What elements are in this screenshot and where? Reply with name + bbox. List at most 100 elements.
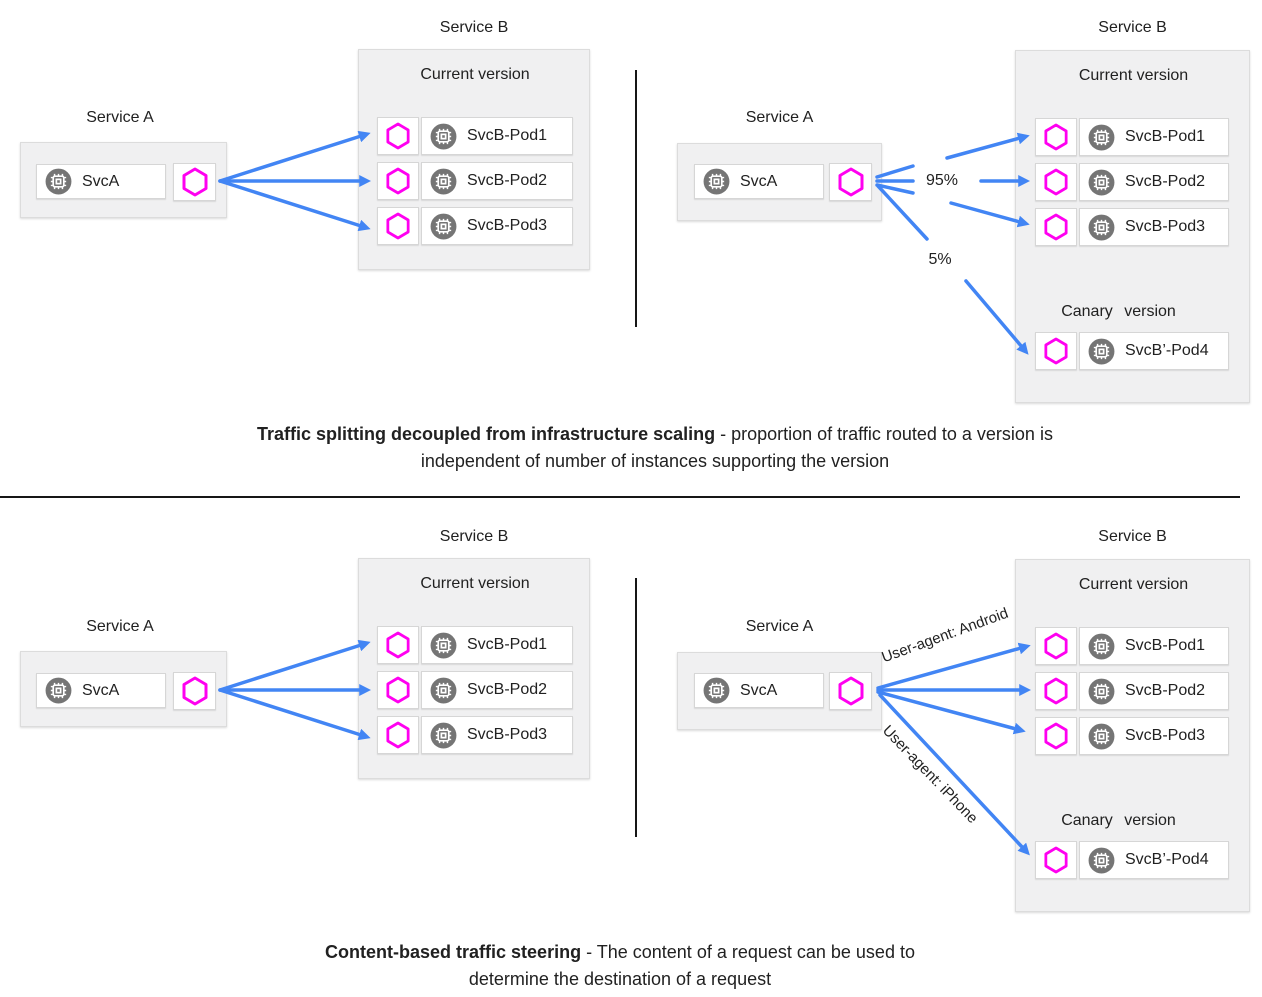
pod-proxy-box xyxy=(1035,163,1077,201)
pod-proxy-box xyxy=(1035,717,1077,755)
canary-group-title: Canary version xyxy=(1061,303,1176,320)
proxy-box xyxy=(173,672,216,710)
horizontal-divider xyxy=(0,496,1240,498)
pod-workload-box: SvcB-Pod3 xyxy=(1079,208,1229,246)
pod-proxy-box xyxy=(1035,332,1077,370)
section-caption: Content-based traffic steering - The con… xyxy=(105,939,1135,993)
proxy-box xyxy=(829,672,872,710)
workload-chip-icon xyxy=(1088,678,1115,705)
workload-chip-icon xyxy=(430,213,457,240)
workload-chip-icon xyxy=(1088,847,1115,874)
svca-label: SvcA xyxy=(740,681,778,699)
pod-label: SvcB’-Pod4 xyxy=(1125,851,1209,868)
workload-chip-icon xyxy=(45,677,72,704)
svca-label: SvcA xyxy=(82,172,120,190)
pod-label: SvcB-Pod1 xyxy=(1125,128,1206,145)
service-b-panel: Current version SvcB-Pod1 SvcB-Pod2 SvcB… xyxy=(1015,559,1250,912)
workload-chip-icon xyxy=(1088,214,1115,241)
service-b-title: Service B xyxy=(1098,19,1167,36)
pod-label: SvcB-Pod2 xyxy=(1125,682,1206,699)
workload-chip-icon xyxy=(1088,633,1115,660)
envoy-proxy-icon xyxy=(386,167,410,195)
pod-proxy-box xyxy=(377,207,419,245)
svca-label: SvcA xyxy=(82,681,120,699)
envoy-proxy-icon xyxy=(1044,213,1068,241)
svca-label: SvcA xyxy=(740,172,778,190)
pod-workload-box: SvcB-Pod3 xyxy=(421,207,573,245)
workload-chip-icon xyxy=(430,722,457,749)
service-a-panel: SvcA xyxy=(677,143,882,221)
envoy-proxy-icon xyxy=(1044,337,1068,365)
service-a-title: Service A xyxy=(745,109,814,126)
workload-chip-icon xyxy=(703,677,730,704)
pod-proxy-box xyxy=(377,626,419,664)
pod-label: SvcB-Pod3 xyxy=(1125,727,1206,744)
service-a-title: Service A xyxy=(86,618,154,635)
canary-group-title: Canary version xyxy=(1061,812,1176,829)
workload-chip-icon xyxy=(45,168,72,195)
pod-workload-box: SvcB-Pod2 xyxy=(1079,163,1229,201)
service-b-title: Service B xyxy=(439,19,509,36)
service-b-panel: Current version SvcB-Pod1 SvcB-Pod2 SvcB… xyxy=(358,49,590,270)
pod-label: SvcB’-Pod4 xyxy=(1125,342,1209,359)
service-b-title: Service B xyxy=(1098,528,1167,545)
envoy-proxy-icon xyxy=(386,676,410,704)
service-b-panel: Current version SvcB-Pod1 SvcB-Pod2 SvcB… xyxy=(1015,50,1250,403)
pod-proxy-box xyxy=(377,162,419,200)
pod-proxy-box xyxy=(1035,118,1077,156)
service-a-title: Service A xyxy=(86,109,154,126)
workload-chip-icon xyxy=(430,632,457,659)
service-a-title: Service A xyxy=(745,618,814,635)
pod-workload-box: SvcB-Pod2 xyxy=(1079,672,1229,710)
pod-label: SvcB-Pod2 xyxy=(467,681,548,698)
proxy-box xyxy=(173,163,216,201)
caption-line2: determine the destination of a request xyxy=(468,969,772,989)
pod-workload-box: SvcB-Pod1 xyxy=(421,626,573,664)
pod-workload-box: SvcB-Pod1 xyxy=(1079,118,1229,156)
pod-workload-box: SvcB-Pod3 xyxy=(421,716,573,754)
version-group-title: Current version xyxy=(420,575,530,592)
routing-label-android: User-agent: Android xyxy=(879,604,1011,667)
service-a-panel: SvcA xyxy=(20,651,227,727)
workload-chip-icon xyxy=(703,168,730,195)
pod-workload-box: SvcB-Pod3 xyxy=(1079,717,1229,755)
envoy-proxy-icon xyxy=(386,631,410,659)
version-group-title: Current version xyxy=(1078,576,1189,593)
svca-workload-box: SvcA xyxy=(694,164,824,199)
service-a-panel: SvcA xyxy=(677,652,882,730)
caption-rest: - The content of a request can be used t… xyxy=(581,942,915,962)
pod-proxy-box xyxy=(1035,841,1077,879)
envoy-proxy-icon xyxy=(182,167,208,197)
svca-workload-box: SvcA xyxy=(694,673,824,708)
section-caption: Traffic splitting decoupled from infrast… xyxy=(131,421,1179,475)
envoy-proxy-icon xyxy=(838,676,864,706)
envoy-proxy-icon xyxy=(386,122,410,150)
pod-workload-box: SvcB-Pod2 xyxy=(421,671,573,709)
caption-bold: Content-based traffic steering xyxy=(325,942,582,962)
pod-proxy-box xyxy=(377,671,419,709)
svca-workload-box: SvcA xyxy=(36,673,166,708)
pod-proxy-box xyxy=(1035,627,1077,665)
pod-workload-box: SvcB’-Pod4 xyxy=(1079,332,1229,370)
envoy-proxy-icon xyxy=(1044,168,1068,196)
envoy-proxy-icon xyxy=(182,676,208,706)
traffic-percent-label-5: 5% xyxy=(928,251,952,268)
workload-chip-icon xyxy=(1088,723,1115,750)
pod-proxy-box xyxy=(377,117,419,155)
service-b-panel: Current version SvcB-Pod1 SvcB-Pod2 SvcB… xyxy=(358,558,590,779)
pod-label: SvcB-Pod1 xyxy=(467,636,548,653)
service-b-title: Service B xyxy=(439,528,509,545)
version-group-title: Current version xyxy=(420,66,530,83)
caption-line2: independent of number of instances suppo… xyxy=(420,451,890,471)
traffic-percent-label-95: 95% xyxy=(925,172,959,189)
pod-label: SvcB-Pod2 xyxy=(467,172,548,189)
version-group-title: Current version xyxy=(1078,67,1189,84)
caption-rest: - proportion of traffic routed to a vers… xyxy=(715,424,1053,444)
workload-chip-icon xyxy=(430,123,457,150)
pod-workload-box: SvcB-Pod1 xyxy=(1079,627,1229,665)
pod-workload-box: SvcB’-Pod4 xyxy=(1079,841,1229,879)
pod-label: SvcB-Pod2 xyxy=(1125,173,1206,190)
workload-chip-icon xyxy=(430,677,457,704)
vertical-divider xyxy=(635,70,637,327)
